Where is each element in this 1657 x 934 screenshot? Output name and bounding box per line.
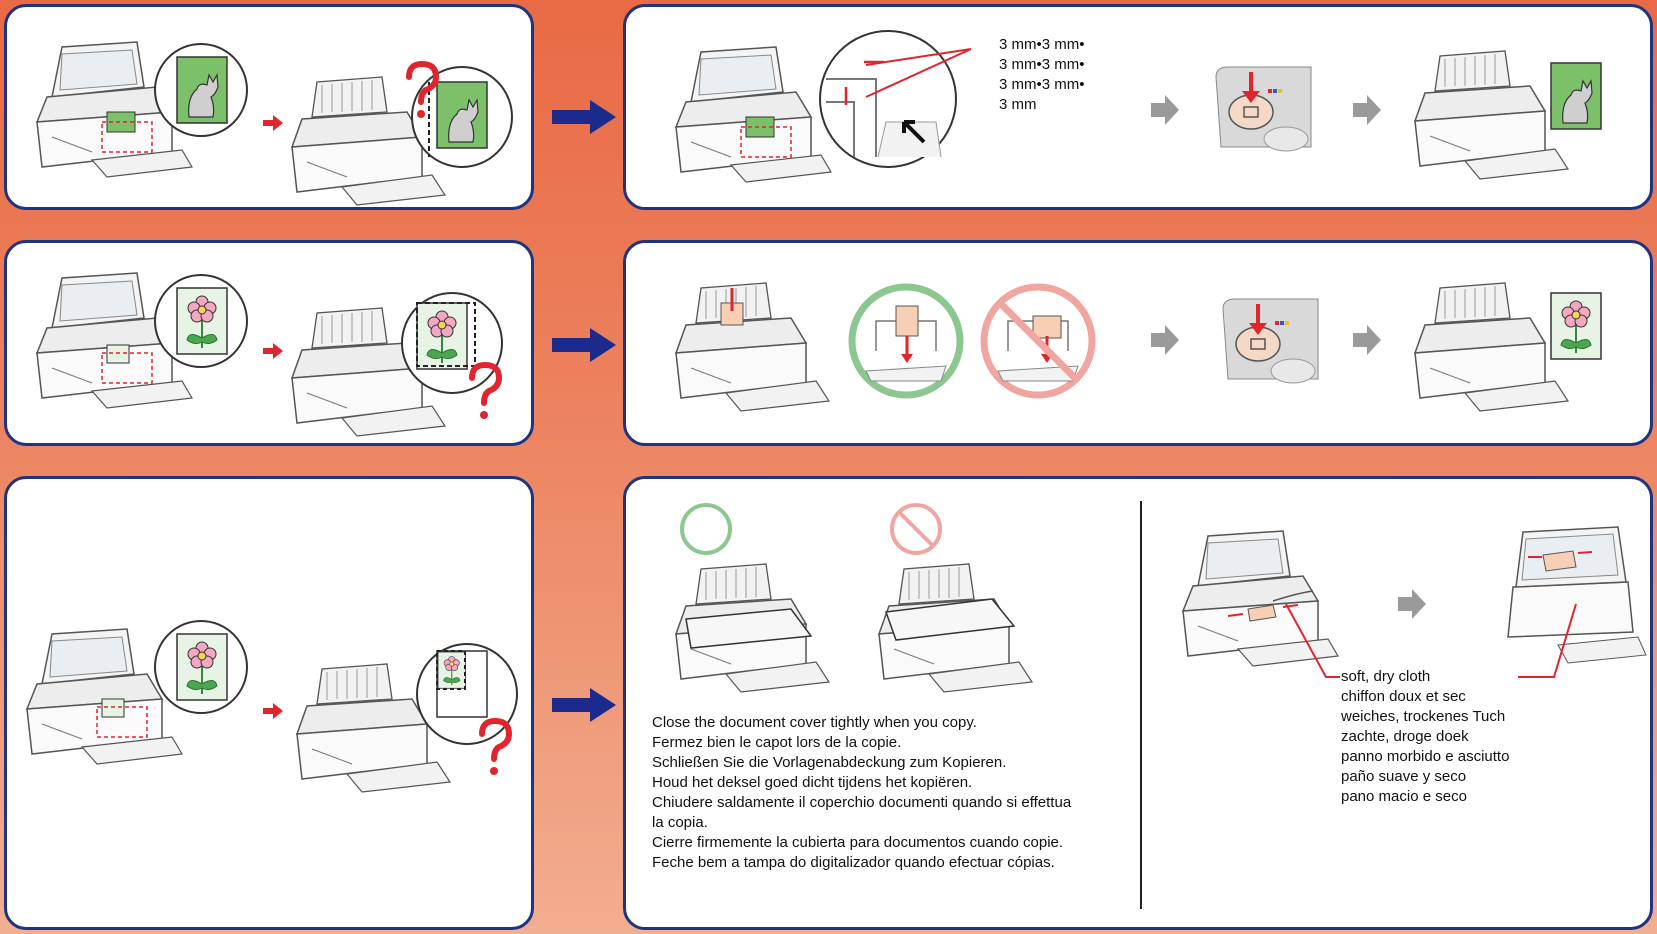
flower-callout bbox=[154, 620, 248, 714]
prohibited-ng-circle bbox=[980, 283, 1096, 399]
margin-text-line: 3 mm•3 mm• bbox=[999, 36, 1085, 53]
question-mark-icon bbox=[469, 361, 503, 419]
instruction-line: Chiudere saldamente il coperchio documen… bbox=[652, 794, 1072, 811]
gray-arrow-icon bbox=[1151, 95, 1179, 125]
flower-output-picture bbox=[1550, 292, 1602, 360]
margin-text-line: 3 mm bbox=[999, 96, 1037, 113]
correct-ok-circle bbox=[848, 283, 964, 399]
ok-circle-icon bbox=[680, 503, 732, 555]
question-mark-icon bbox=[406, 60, 440, 118]
panel-row3-solution: Close the document cover tightly when yo… bbox=[623, 476, 1653, 930]
margin-text-line: 3 mm•3 mm• bbox=[999, 76, 1085, 93]
printer-cover-closed bbox=[675, 563, 830, 693]
panel-row2-solution bbox=[623, 240, 1653, 446]
instruction-line: la copia. bbox=[652, 814, 708, 831]
instruction-line: Schließen Sie die Vorlagenabdeckung zum … bbox=[652, 754, 1007, 771]
red-arrow-icon bbox=[263, 343, 283, 359]
panel-row1-solution: 3 mm•3 mm• 3 mm•3 mm• 3 mm•3 mm• 3 mm bbox=[623, 4, 1653, 210]
instruction-line: Close the document cover tightly when yo… bbox=[652, 714, 977, 731]
instruction-line: Feche bem a tampa do digitalizador quand… bbox=[652, 854, 1055, 871]
scanner-illustration bbox=[36, 41, 193, 178]
instruction-line: Fermez bien le capot lors de la copie. bbox=[652, 734, 902, 751]
cat-callout bbox=[154, 43, 248, 137]
cloth-text-line: chiffon doux et sec bbox=[1341, 688, 1466, 705]
question-mark-icon bbox=[479, 717, 513, 775]
cat-output-picture bbox=[1550, 62, 1602, 130]
scanner-illustration bbox=[36, 272, 193, 409]
cropped-output-callout bbox=[411, 66, 513, 168]
cloth-text-line: paño suave y seco bbox=[1341, 768, 1467, 785]
gray-arrow-icon bbox=[1353, 325, 1381, 355]
cloth-text-line: pano macio e seco bbox=[1341, 788, 1467, 805]
copy-button-closeup bbox=[1221, 297, 1320, 385]
instruction-line: Houd het deksel goed dicht tijdens het k… bbox=[652, 774, 973, 791]
blue-arrow-icon bbox=[552, 328, 616, 362]
pointer-lines bbox=[865, 48, 972, 98]
section-divider bbox=[1140, 501, 1142, 909]
flower-callout bbox=[154, 274, 248, 368]
panel-row2-problem bbox=[4, 240, 534, 446]
red-arrow-icon bbox=[263, 115, 283, 131]
copy-button-closeup bbox=[1214, 65, 1313, 153]
printer-paper-loading bbox=[675, 282, 830, 412]
cloth-text-line: weiches, trockenes Tuch bbox=[1341, 708, 1506, 725]
blue-arrow-icon bbox=[552, 688, 616, 722]
cloth-text-line: panno morbido e asciutto bbox=[1341, 748, 1510, 765]
red-arrow-icon bbox=[263, 703, 283, 719]
scanner-cleaning-illustration bbox=[1182, 530, 1339, 667]
cloth-pointer-lines bbox=[1285, 603, 1577, 678]
blue-arrow-icon bbox=[552, 100, 616, 134]
cloth-text-line: zachte, droge doek bbox=[1341, 728, 1469, 745]
scanner-illustration bbox=[26, 628, 183, 765]
lid-cleaning-illustration bbox=[1507, 526, 1647, 664]
margin-text-line: 3 mm•3 mm• bbox=[999, 56, 1085, 73]
prohibited-icon bbox=[890, 503, 942, 555]
cloth-text-line: soft, dry cloth bbox=[1341, 668, 1431, 685]
instruction-line: Cierre firmemente la cubierta para docum… bbox=[652, 834, 1064, 851]
gray-arrow-icon bbox=[1398, 589, 1426, 619]
scanner-illustration bbox=[675, 46, 832, 183]
printer-cover-ajar bbox=[878, 563, 1033, 693]
panel-row3-problem bbox=[4, 476, 534, 930]
gray-arrow-icon bbox=[1151, 325, 1179, 355]
panel-row1-problem bbox=[4, 4, 534, 210]
gray-arrow-icon bbox=[1353, 95, 1381, 125]
